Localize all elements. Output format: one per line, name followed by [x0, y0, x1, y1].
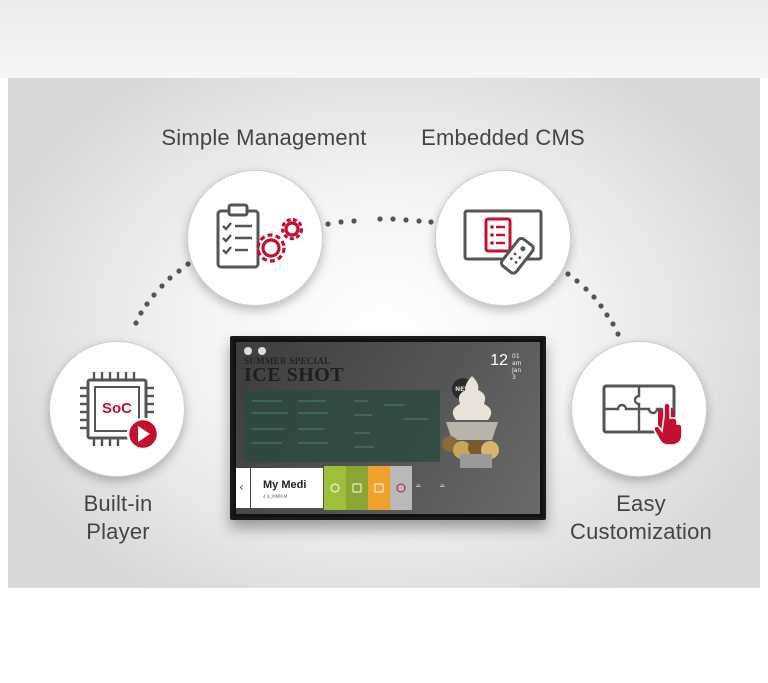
dotted-connectors	[133, 216, 621, 337]
app-icon	[330, 483, 340, 493]
app-icon	[396, 483, 406, 493]
player-circle: SoC	[49, 341, 185, 477]
clock-hours: 12	[490, 352, 508, 369]
launcher-card-my-media[interactable]: My Medi 4 IL_MMM.M	[251, 468, 323, 508]
soc-chip-play-icon: SoC	[80, 372, 160, 451]
launcher-card-app1[interactable]	[324, 466, 346, 510]
label-simple-management: Simple Management	[161, 125, 367, 150]
display-screen: SUMMER SPECIAL ICE SHOT NEW	[236, 342, 540, 514]
promo-subtitle: SUMMER SPECIAL	[244, 356, 331, 366]
launcher-card-app4[interactable]	[390, 466, 412, 510]
app-icon	[374, 483, 384, 493]
soc-chip-label: SoC	[102, 400, 132, 417]
ice-cream-image	[442, 376, 499, 468]
launcher-card-app2[interactable]	[346, 466, 368, 510]
cms-circle	[435, 170, 571, 306]
hdmi-input-icon[interactable]: ⌓	[416, 482, 421, 489]
menu-board	[244, 390, 440, 462]
label-embedded-cms: Embedded CMS	[421, 125, 585, 150]
management-circle	[187, 170, 323, 306]
label-built-in-player: Built-in Player	[83, 491, 153, 544]
screen-control-icon	[258, 347, 266, 355]
hdmi-input-icon[interactable]: ⌓	[440, 482, 445, 489]
customization-circle	[571, 341, 707, 477]
clipboard-gears-icon	[216, 203, 304, 269]
launcher-card-app3[interactable]	[368, 466, 390, 510]
launcher-card-title: My Medi	[263, 479, 307, 491]
feature-panel: Simple Management Embedded CMS Built-in …	[8, 78, 760, 588]
signage-display: SUMMER SPECIAL ICE SHOT NEW	[230, 336, 546, 520]
promo-title: ICE SHOT	[244, 364, 345, 386]
screen-control-icon	[244, 347, 252, 355]
screen-remote-icon	[463, 209, 543, 275]
launcher-bar: ‹ My Medi 4 IL_MMM.M ⌓	[236, 464, 540, 514]
launcher-back-button[interactable]: ‹	[236, 468, 250, 508]
launcher-card-subtitle: 4 IL_MMM.M	[263, 494, 288, 499]
puzzle-hand-icon	[602, 384, 683, 446]
top-band	[0, 0, 768, 78]
chevron-left-icon: ‹	[239, 480, 244, 494]
app-icon	[352, 483, 362, 493]
label-easy-customization: Easy Customization	[570, 491, 712, 544]
